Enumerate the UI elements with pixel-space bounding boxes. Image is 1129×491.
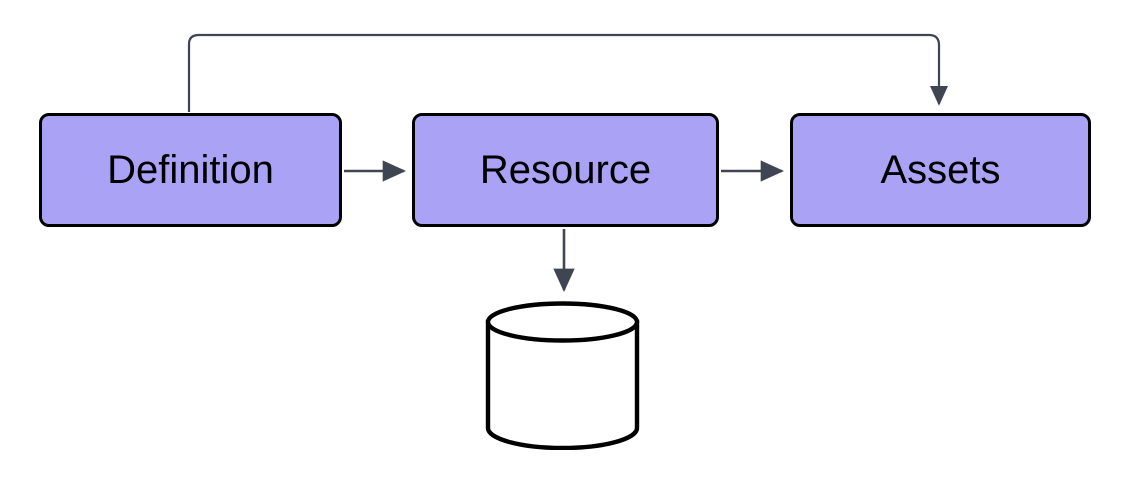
- node-definition-label: Definition: [107, 148, 274, 192]
- node-datastore-cylinder[interactable]: [484, 300, 641, 450]
- edge-definition-to-assets: [187, 33, 949, 112]
- node-resource-label: Resource: [479, 148, 652, 192]
- node-assets[interactable]: Assets: [790, 113, 1091, 227]
- node-resource[interactable]: Resource: [412, 113, 719, 227]
- cylinder-top-ellipse: [485, 301, 640, 343]
- node-assets-label: Assets: [880, 148, 1001, 192]
- cylinder-body: [485, 319, 640, 450]
- node-definition[interactable]: Definition: [39, 113, 342, 227]
